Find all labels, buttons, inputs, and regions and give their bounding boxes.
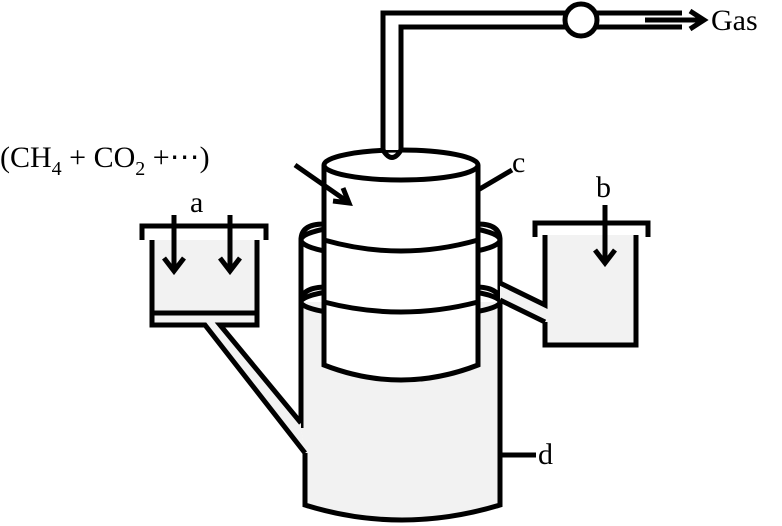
gas-label: Gas — [711, 4, 758, 37]
inflow-arrow-icon — [162, 215, 186, 276]
label-a: a — [190, 186, 203, 219]
gas-pipe — [380, 1, 709, 160]
label-c: c — [512, 146, 525, 179]
pointer-arrow-icon — [293, 162, 353, 207]
leader-c — [476, 167, 514, 193]
valve-icon — [562, 1, 600, 39]
inlet-tank-a — [139, 215, 307, 455]
outlet-tank-b — [498, 205, 651, 348]
gas-holder-c — [321, 147, 481, 383]
label-b: b — [596, 171, 611, 204]
outflow-arrow-icon — [593, 205, 617, 268]
inflow-arrow-icon — [218, 215, 242, 276]
gas-mixture-label: (CH4 + CO2 +⋯) — [0, 141, 210, 180]
label-d: d — [538, 438, 553, 471]
gas-arrow-icon — [645, 8, 709, 32]
